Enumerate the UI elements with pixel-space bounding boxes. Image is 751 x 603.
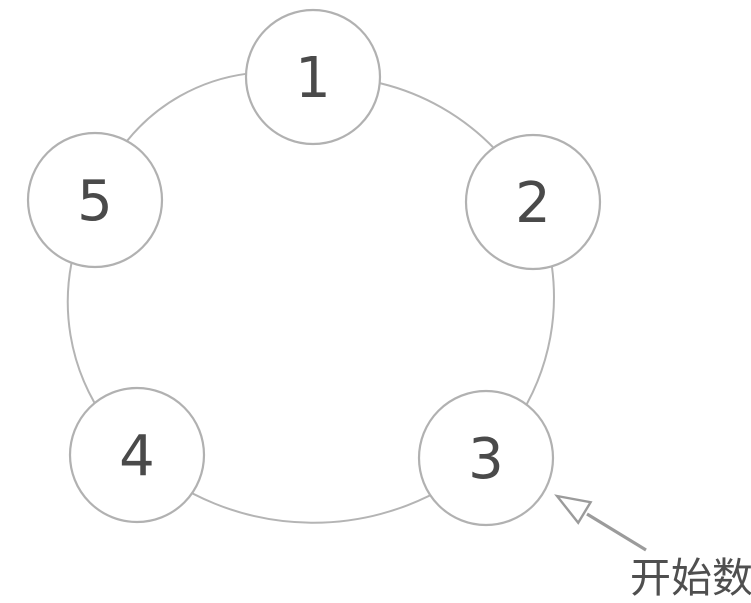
node-4: 4 (68, 386, 206, 524)
node-label-3: 3 (468, 427, 504, 492)
node-circle-1 (244, 8, 382, 146)
node-label-5: 5 (77, 169, 113, 234)
node-label-1: 1 (295, 46, 331, 111)
start-arrow (554, 494, 647, 552)
arrow-head-icon (554, 494, 593, 525)
node-circle-4 (68, 386, 206, 524)
node-circle-2 (464, 133, 602, 271)
node-1: 1 (244, 8, 382, 146)
node-label-2: 2 (515, 171, 551, 236)
node-2: 2 (464, 133, 602, 271)
node-5: 5 (26, 131, 164, 269)
node-circle-5 (26, 131, 164, 269)
annotation-label: 开始数 (630, 554, 751, 602)
arrow-shaft (586, 512, 647, 552)
node-label-4: 4 (119, 424, 155, 489)
node-circle-3 (417, 389, 555, 527)
node-3: 3 (417, 389, 555, 527)
